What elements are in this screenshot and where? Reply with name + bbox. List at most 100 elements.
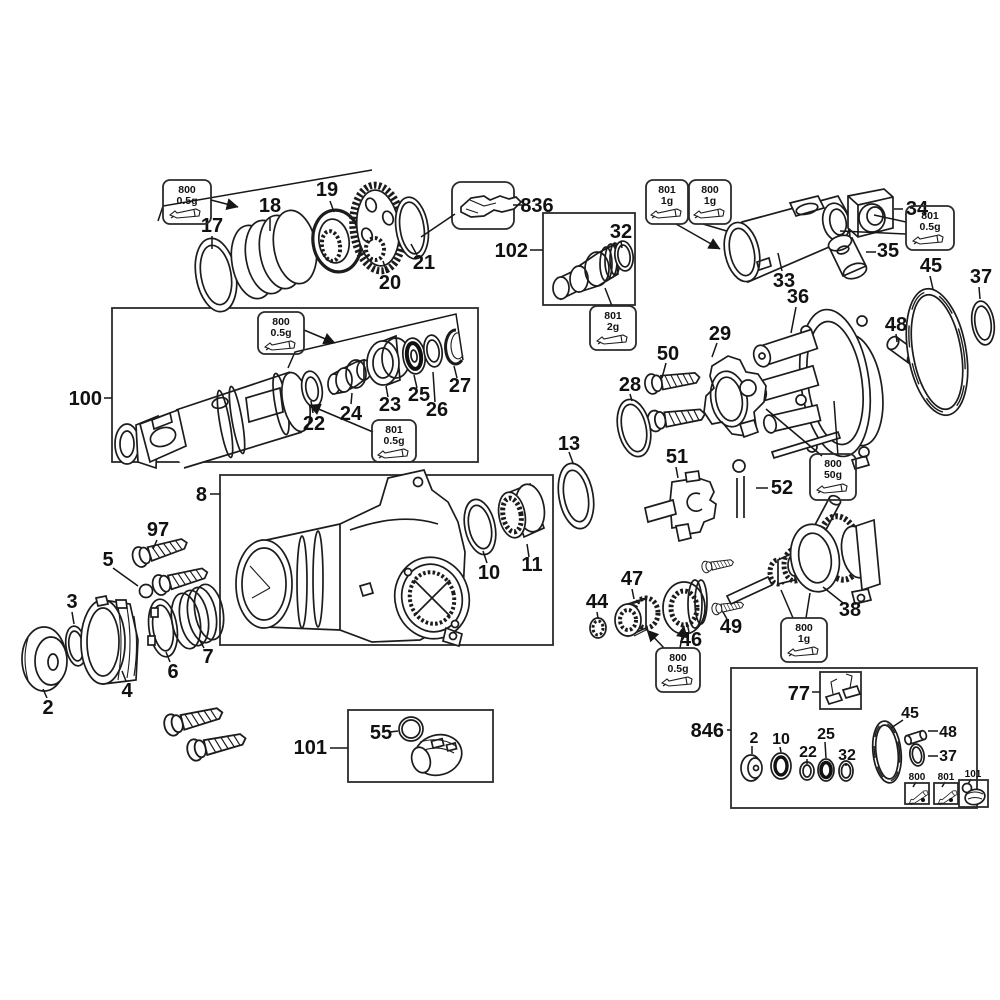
leader-25b [824,741,827,759]
leader-13 [568,451,574,464]
dash-55 [389,730,399,733]
part-number-label: 13 [558,433,580,455]
part-number-label: 836 [520,195,553,217]
part-number-label: 47 [621,568,643,590]
part-number-label: 6 [167,661,178,683]
part-number-label: 4 [121,680,133,702]
part-10-seal-ring [463,498,497,556]
leader-33 [777,252,783,272]
grease-code: 800 [272,316,290,328]
legend-grease-801: 801 [933,772,959,806]
part-number-label: 51 [666,446,688,468]
grease-label-801-05g-34: 801 0.5g [905,205,955,251]
part-5-ball [138,583,154,599]
grease-label-800-1g-38: 800 1g [780,617,828,663]
part-number-label: 97 [147,519,169,541]
part-number-label: 10 [478,562,500,584]
part-25-bearing [401,337,427,375]
leader-7 [198,638,205,649]
grease-code: 801 [658,184,676,196]
grease-tube-icon [596,334,628,345]
grease-amount: 50g [824,469,842,481]
leader-44 [596,611,599,619]
part-38-gear-shaft [725,494,881,606]
leader-21 [410,243,418,256]
grease-amount: 0.5g [383,435,404,447]
part-22-washer [300,370,324,408]
part-number-label: 38 [839,599,861,621]
grease-amount: 1g [798,633,810,645]
grease-tube-icon [693,208,725,219]
leader-36 [790,306,797,334]
part-number-label: 36 [787,286,809,308]
leader-grease-102 [604,287,613,307]
grease-label-800-1g-33: 800 1g [688,179,732,225]
leader-10 [482,550,488,564]
grease-code: 800 [178,184,196,196]
leader-45 [929,275,934,290]
part-4-chuck-sleeve [80,595,139,685]
leader-37 [978,286,981,300]
part-number-label: 50 [657,343,679,365]
part-45-gasket [905,287,969,417]
part-27-snap-ring [444,328,464,366]
grease-tube-icon [935,789,959,806]
grease-tube-icon [169,208,201,219]
leader-29 [711,342,718,358]
leader-47 [631,588,635,600]
part-number-label: 33 [773,270,795,292]
arrow-grease-33a [675,223,721,250]
legend-label: 801 [938,772,955,783]
part-10b-seal [770,752,792,780]
leader-46 [686,622,690,633]
part-21-ring [394,196,430,260]
part-number-label: 2 [750,730,759,747]
leader-28 [629,393,633,402]
grease-label-800-05g-100top: 800 0.5g [257,311,305,355]
part-number-label: 28 [619,374,641,396]
leader-grease-38b [805,592,811,619]
grease-code: 800 [795,622,813,634]
part-77-brush-set [824,673,862,706]
part-number-label: 45 [901,705,919,722]
grease-amount: 1g [661,195,673,207]
grease-label-800-05g-topleft: 800 0.5g [162,179,239,225]
part-number-label: 27 [449,375,471,397]
part-2b-cap [740,754,763,782]
part-number-label: 21 [413,252,435,274]
part-2-dust-cap [21,626,68,692]
part-36-crank-housing [748,308,884,471]
grease-amount: 0.5g [270,327,291,339]
part-24-striker [327,358,372,396]
part-number-label: 3 [66,591,77,613]
part-number-label: 2 [42,697,53,719]
part-23-bearing [366,334,411,387]
part-836-latch-plate [460,195,523,218]
grease-code: 800 [669,652,687,664]
part-number-label: 29 [709,323,731,345]
part-number-label: 44 [586,591,609,613]
leader-45b [890,719,904,729]
part-45b-gasket [871,720,903,784]
arrow-grease-100bot [308,403,374,433]
leader-23 [385,385,389,398]
leader-51 [675,466,679,479]
leader-grease-36b [833,400,839,457]
leader-5 [112,567,139,587]
part-34-bearing-block [847,188,894,238]
part-37b-oring [908,743,926,767]
part-25b-bearing [817,758,835,782]
grease-amount: 2g [607,321,619,333]
leader-32 [620,240,623,249]
grease-tube-icon [816,483,848,494]
legend-label: 800 [909,772,926,783]
part-50-screw [642,366,702,396]
exploded-plane-line [287,313,464,369]
part-51-mode-lever [644,470,717,543]
part-number-label: 32 [838,747,856,764]
part-number-label: 25 [817,726,835,743]
arrow-grease-47 [646,629,665,649]
grease-code: 800 [701,184,719,196]
part-6-lock-ring [147,598,179,658]
part-102-piston-assembly [552,242,621,301]
